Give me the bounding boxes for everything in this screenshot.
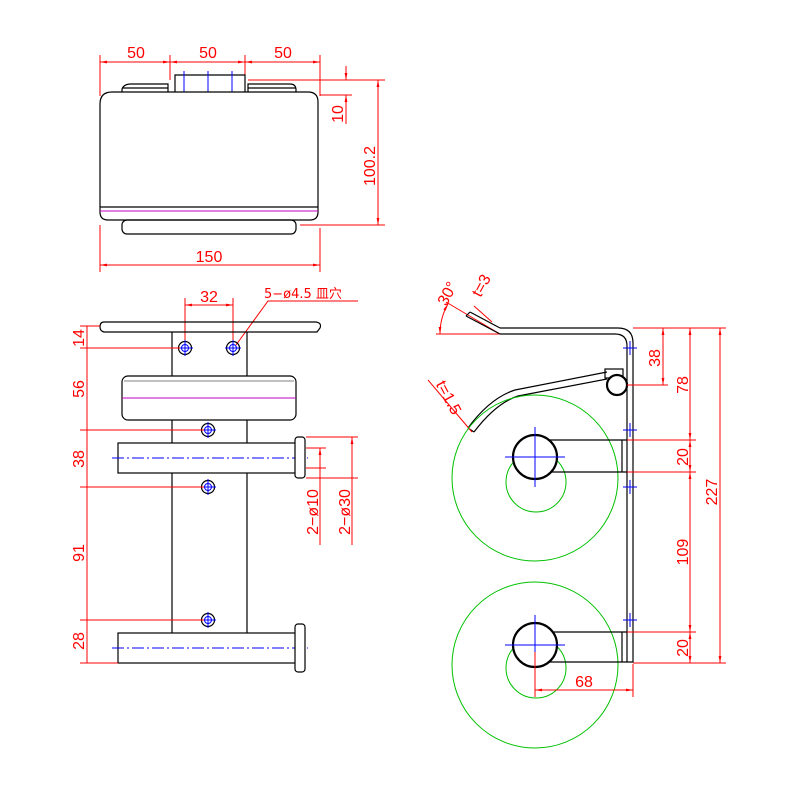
- dim-total-width: 150: [196, 249, 223, 266]
- top-view: 50 50 50 10 100.2 150: [99, 45, 385, 272]
- upper-roll-full: [451, 394, 619, 562]
- cover-tip: [465, 311, 471, 317]
- back-plate-top: [174, 74, 246, 92]
- lower-shaft-end-cap: [294, 623, 306, 673]
- lid-outer: [467, 371, 608, 429]
- dim-upper-arm: 20: [675, 448, 692, 466]
- dim-arm-spacing: 109: [675, 539, 692, 566]
- dim-cover-thickness: t=3: [469, 272, 495, 300]
- plate-hole-mark: [623, 480, 637, 494]
- dim-lid-thickness: t=1.5: [432, 378, 464, 418]
- dim-width-segment-3: 50: [274, 45, 292, 62]
- dim-total-height: 227: [704, 479, 721, 506]
- upper-shaft-end-cap: [294, 436, 306, 479]
- dim-tab-height: 10: [330, 105, 347, 123]
- hole-note: 5−ø4.5 皿穴: [264, 287, 342, 302]
- plate-hole-mark: [623, 423, 637, 437]
- left-tab: [121, 83, 169, 92]
- dim-vertical-5: 28: [71, 632, 88, 650]
- cover-body: [99, 91, 319, 221]
- dim-lower-arm: 20: [675, 639, 692, 657]
- dim-angle: 30°: [435, 279, 461, 308]
- dim-arm-depth: 68: [575, 674, 593, 691]
- cover-tip: [469, 311, 501, 329]
- dim-width-segment-2: 50: [199, 45, 217, 62]
- dim-cover-height: 100.2: [362, 146, 379, 186]
- thickness-leader: [427, 379, 473, 433]
- dim-vertical-4: 91: [71, 544, 88, 562]
- dim-upper-offset: 78: [675, 376, 692, 394]
- plate-hole-mark: [623, 613, 637, 627]
- dim-vertical-2: 56: [71, 380, 88, 398]
- lid-inner: [473, 378, 608, 433]
- thickness-leader: [473, 305, 493, 323]
- side-view: 30° t=3 t=1.5: [427, 272, 726, 749]
- dim-shaft-diameter: 2−ø10: [305, 489, 322, 535]
- angle-arc: [438, 303, 449, 335]
- mount-hole: [225, 340, 241, 356]
- cover-top-plate: [99, 321, 322, 333]
- hinge-pin: [605, 373, 629, 397]
- cover-lower-lip: [121, 219, 297, 235]
- main-bracket-outline: [500, 327, 634, 663]
- dim-hinge-offset: 38: [647, 349, 664, 367]
- right-tab: [247, 83, 297, 92]
- hole-note-leader: [235, 300, 358, 346]
- dim-vertical-1: 14: [71, 329, 88, 347]
- dim-cap-diameter: 2−ø30: [337, 489, 354, 535]
- lower-roll-full: [451, 581, 619, 749]
- mount-hole: [200, 479, 216, 495]
- dim-vertical-3: 38: [71, 450, 88, 468]
- dim-width-segment-1: 50: [127, 45, 145, 62]
- front-view: 32 5−ø4.5 皿穴: [71, 287, 358, 673]
- dim-hole-spacing: 32: [200, 289, 218, 306]
- plate-hole-mark: [623, 341, 637, 355]
- cover-tip: [465, 315, 501, 335]
